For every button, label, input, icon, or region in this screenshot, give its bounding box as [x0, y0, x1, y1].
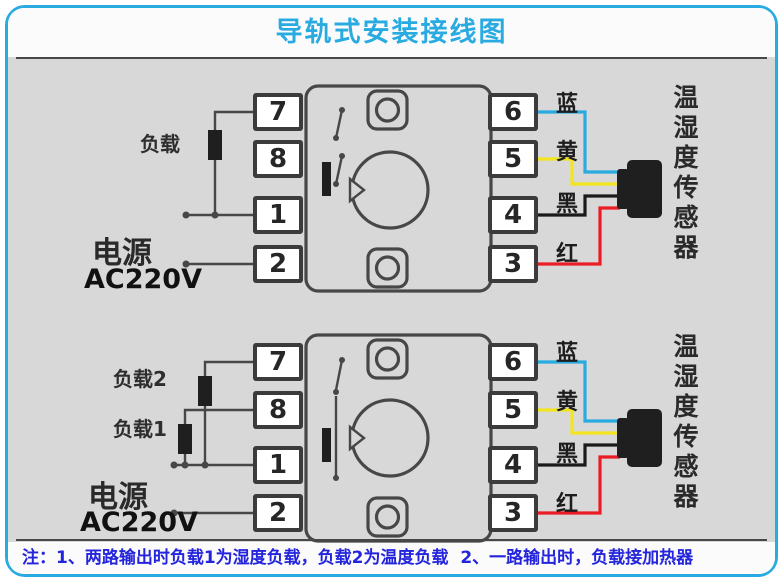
bottom-load1-label: 负载1 — [113, 417, 167, 441]
bottom-load1-resistor — [178, 424, 192, 454]
bottom-terminal-7: 7 — [253, 343, 303, 381]
bottom-wire-label-blue: 蓝 — [556, 341, 579, 366]
bottom-power-voltage: AC220V — [80, 507, 198, 538]
page-title: 导轨式安装接线图 — [275, 17, 508, 48]
bottom-wire-yellow — [538, 408, 620, 435]
bottom-sensor-block — [627, 409, 662, 467]
bottom-wire-red — [538, 455, 620, 515]
bottom-terminal-8: 8 — [253, 391, 303, 429]
bottom-load-power-wiring — [170, 360, 253, 517]
top-power-voltage: AC220V — [84, 264, 202, 295]
bottom-wire-label-yellow: 黄 — [556, 390, 579, 415]
bottom-wire-label-red: 红 — [556, 492, 579, 517]
bottom-terminal-2: 2 — [253, 494, 303, 532]
top-wire-black — [538, 194, 620, 217]
top-sensor-block — [627, 160, 662, 218]
title-band: 导轨式安装接线图 — [8, 8, 775, 57]
note-band: 注：1、两路输出时负载1为湿度负载，负载2为温度负载 2、一路输出时，负载接加热… — [8, 542, 775, 574]
top-terminal-7: 7 — [253, 93, 303, 131]
top-terminal-8: 8 — [253, 140, 303, 178]
bottom-device-body — [304, 333, 493, 543]
top-wire-label-blue: 蓝 — [556, 92, 579, 117]
top-terminal-6: 6 — [488, 93, 538, 131]
bottom-terminal-1: 1 — [253, 446, 303, 484]
bottom-wire-black — [538, 443, 620, 467]
top-device-body — [304, 84, 493, 293]
bottom-terminal-6: 6 — [488, 343, 538, 381]
bottom-terminal-4: 4 — [488, 446, 538, 484]
top-sensor-label: 温湿度传感器 — [670, 84, 699, 264]
note-text: 注：1、两路输出时负载1为湿度负载，负载2为温度负载 2、一路输出时，负载接加热… — [22, 548, 694, 568]
top-terminal-3: 3 — [488, 245, 538, 283]
bottom-power-label: 电源 — [88, 480, 148, 515]
top-wire-label-black: 黑 — [556, 192, 579, 217]
top-terminal-1: 1 — [253, 196, 303, 234]
top-load-label: 负载 — [140, 132, 180, 156]
bottom-terminal-3: 3 — [488, 494, 538, 532]
top-sensor-wiring — [538, 110, 662, 266]
title-divider — [16, 57, 767, 59]
top-terminal-2: 2 — [253, 245, 303, 283]
bottom-load2-resistor — [198, 376, 212, 406]
top-wire-yellow — [538, 157, 620, 186]
bottom-sensor-wiring — [538, 360, 662, 515]
bottom-wire-blue — [538, 360, 620, 423]
top-wire-label-red: 红 — [556, 242, 579, 267]
top-wire-blue — [538, 110, 620, 174]
top-terminal-5: 5 — [488, 140, 538, 178]
bottom-terminal-5: 5 — [488, 391, 538, 429]
top-power-label: 电源 — [92, 236, 152, 271]
top-wire-label-yellow: 黄 — [556, 140, 579, 165]
bottom-sensor-label: 温湿度传感器 — [670, 333, 699, 513]
bottom-load2-label: 负载2 — [113, 367, 167, 391]
bottom-wire-label-black: 黑 — [556, 442, 579, 467]
top-terminal-4: 4 — [488, 196, 538, 234]
top-load-resistor — [208, 130, 222, 160]
top-wire-red — [538, 206, 620, 266]
top-load-power-wiring — [182, 110, 253, 268]
